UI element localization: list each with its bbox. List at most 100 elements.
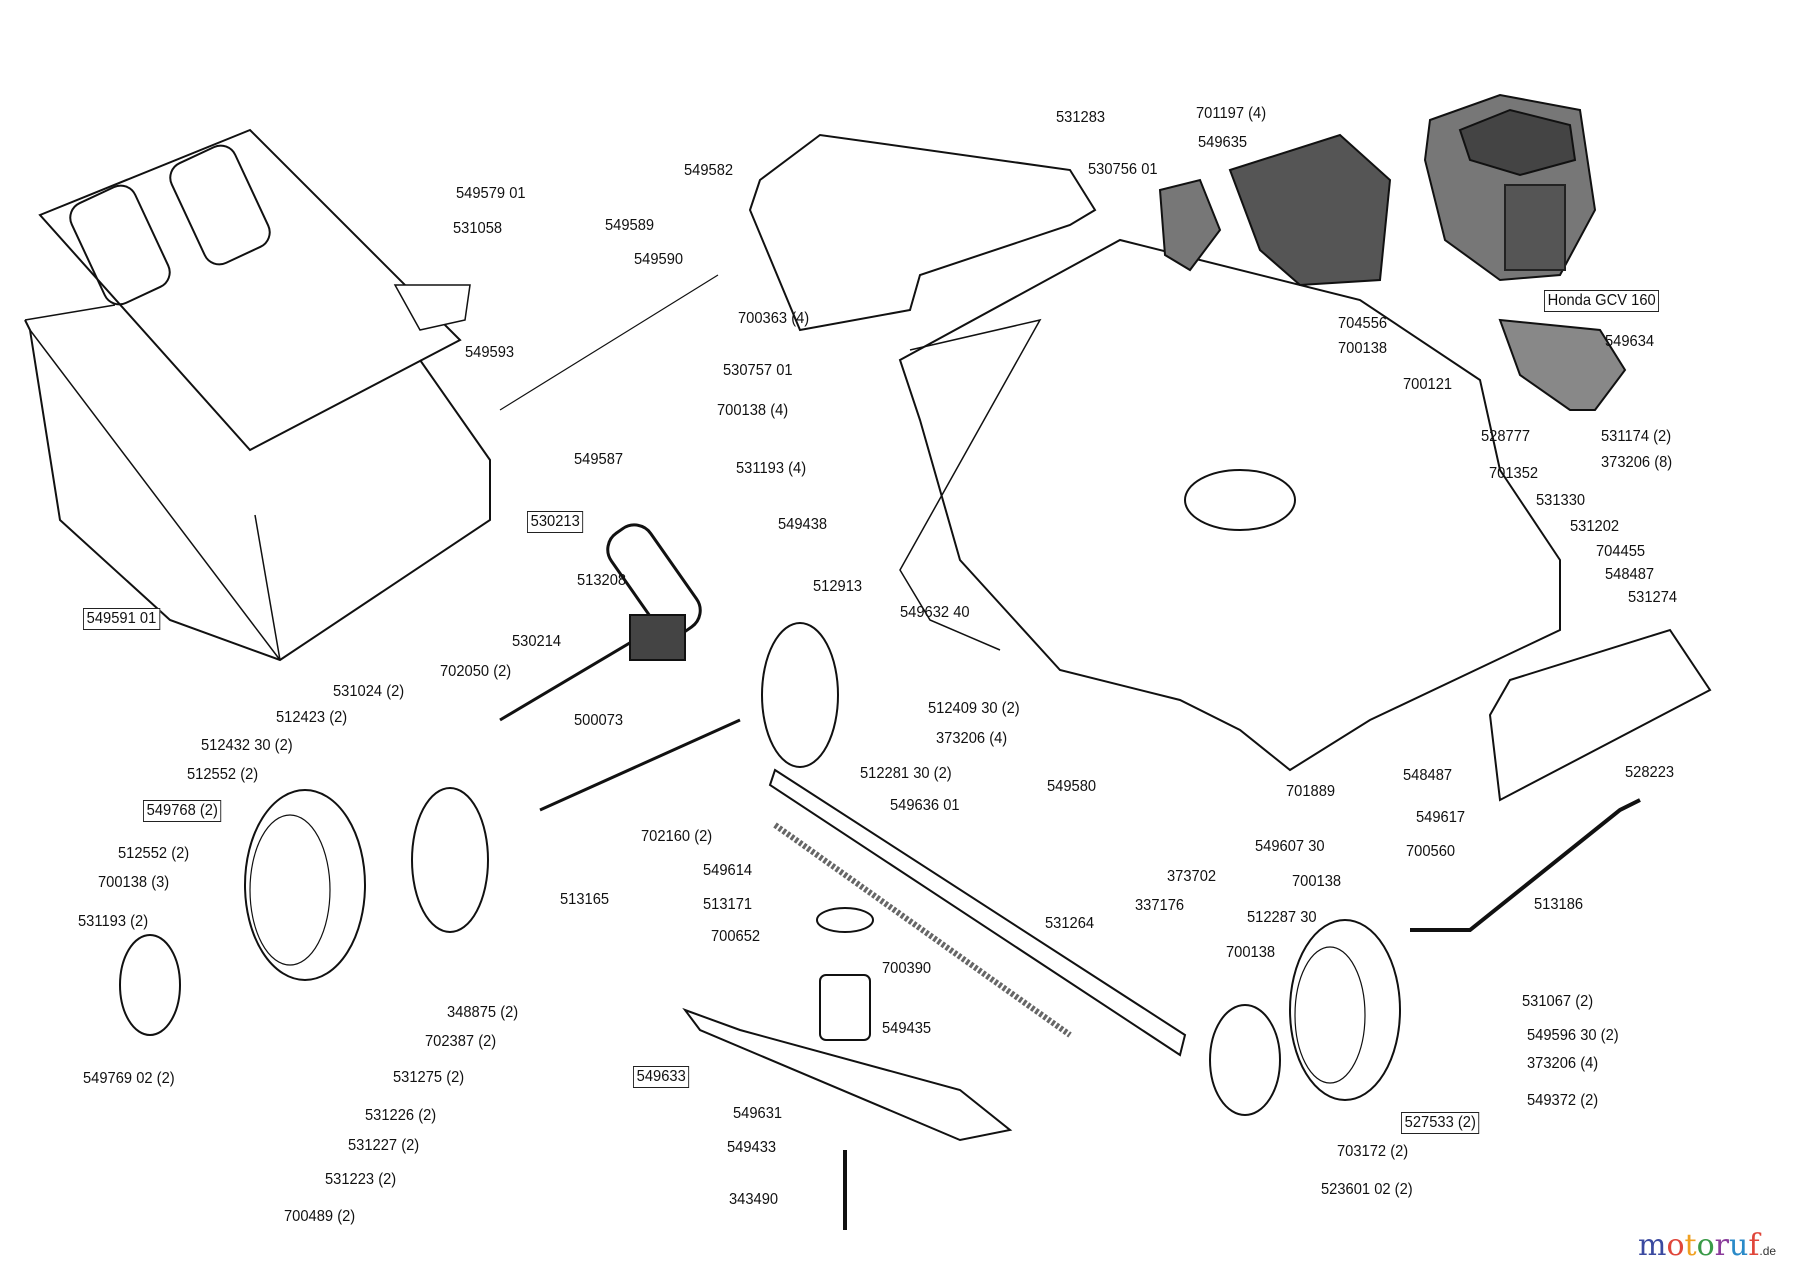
part-number-label: 700560 <box>1406 843 1456 860</box>
part-number-label: 531283 <box>1056 109 1106 126</box>
part-number-label: 701889 <box>1286 783 1336 800</box>
part-number-label: 700138 (3) <box>98 874 170 891</box>
part-number-label: 530214 <box>512 633 562 650</box>
part-number-label: 704556 <box>1338 315 1388 332</box>
part-number-label: 531330 <box>1536 492 1586 509</box>
part-number-label: 700138 (4) <box>717 402 789 419</box>
part-number-label: 531227 (2) <box>348 1137 420 1154</box>
part-number-label: 548487 <box>1403 767 1453 784</box>
part-number-label: 512287 30 <box>1247 909 1317 926</box>
part-number-label: 549769 02 (2) <box>83 1070 175 1087</box>
part-number-label: 549768 (2) <box>143 800 222 822</box>
part-number-label: 531193 (4) <box>736 460 807 477</box>
part-number-label: 702050 (2) <box>440 663 512 680</box>
part-number-label: 531274 <box>1628 589 1678 606</box>
part-number-label: 373206 (4) <box>1527 1055 1599 1072</box>
part-number-label: 549636 01 <box>890 797 960 814</box>
part-number-label: 700138 <box>1292 873 1342 890</box>
part-number-label: 549633 <box>633 1066 690 1088</box>
rear-wheel-drawing <box>244 789 366 981</box>
rear-hubcap-drawing <box>119 934 181 1036</box>
part-number-label: 700138 <box>1226 944 1276 961</box>
logo-letter: o <box>1666 1228 1685 1263</box>
part-number-label: 531275 (2) <box>393 1069 465 1086</box>
part-number-label: 531226 (2) <box>365 1107 437 1124</box>
part-number-label: 549635 <box>1198 134 1248 151</box>
part-number-label: 530757 01 <box>723 362 793 379</box>
part-number-label: 531067 (2) <box>1522 993 1594 1010</box>
part-number-label: 530213 <box>527 511 584 533</box>
logo-letter: f <box>1748 1228 1760 1263</box>
part-number-label: 549579 01 <box>456 185 526 202</box>
part-number-label: 549435 <box>882 1020 932 1037</box>
part-number-label: 549596 30 (2) <box>1527 1027 1619 1044</box>
part-number-label: 528223 <box>1625 764 1675 781</box>
logo-letter: u <box>1728 1228 1749 1263</box>
rear-disc-drawing <box>411 787 489 933</box>
part-number-label: 549582 <box>684 162 734 179</box>
front-hubcap-drawing <box>1209 1004 1281 1116</box>
part-number-label: 531174 (2) <box>1601 428 1672 445</box>
part-number-label: 701197 (4) <box>1196 105 1267 122</box>
part-number-label: 337176 <box>1135 897 1185 914</box>
pulley-drawing <box>816 907 874 933</box>
part-number-label: 700121 <box>1403 376 1453 393</box>
part-number-label: 548487 <box>1605 566 1655 583</box>
logo-letter: t <box>1684 1228 1697 1263</box>
logo-letter: r <box>1714 1228 1729 1263</box>
part-number-label: 512432 30 (2) <box>201 737 293 754</box>
part-number-label: 549634 <box>1605 333 1655 350</box>
part-number-label: 700138 <box>1338 340 1388 357</box>
part-number-label: 531193 (2) <box>78 913 149 930</box>
bracket-drawing <box>1158 178 1222 272</box>
part-number-label: 549607 30 <box>1255 838 1325 855</box>
part-number-label: 523601 02 (2) <box>1321 1181 1413 1198</box>
part-number-label: 701352 <box>1489 465 1539 482</box>
part-number-label: 513165 <box>560 891 610 908</box>
part-number-label: 531223 (2) <box>325 1171 397 1188</box>
belt-drawing <box>606 523 702 637</box>
part-number-label: 549590 <box>634 251 684 268</box>
deck-drawing <box>898 238 1561 772</box>
part-number-label: 348875 (2) <box>447 1004 519 1021</box>
gearbox-drawing <box>629 614 686 661</box>
part-number-label: 512552 (2) <box>118 845 190 862</box>
engine-cowl-drawing <box>1228 133 1392 287</box>
part-number-label: 512281 30 (2) <box>860 765 952 782</box>
part-number-label: 702160 (2) <box>641 828 713 845</box>
front-guard-drawing <box>1488 628 1712 802</box>
part-number-label: 530756 01 <box>1088 161 1158 178</box>
part-number-label: 549580 <box>1047 778 1097 795</box>
part-number-label: 513208 <box>577 572 627 589</box>
part-number-label: 549587 <box>574 451 624 468</box>
part-number-label: 702387 (2) <box>425 1033 497 1050</box>
front-wheel-drawing <box>1289 919 1401 1101</box>
part-number-label: 512409 30 (2) <box>928 700 1020 717</box>
part-number-label: 512552 (2) <box>187 766 259 783</box>
part-number-label: 549589 <box>605 217 655 234</box>
spring-drawing <box>773 822 1072 1038</box>
part-number-label: 700390 <box>882 960 932 977</box>
part-number-label: 373206 (8) <box>1601 454 1673 471</box>
part-number-label: 500073 <box>574 712 624 729</box>
drive-disc-drawing <box>761 622 839 768</box>
part-number-label: 531024 (2) <box>333 683 405 700</box>
part-number-label: 512423 (2) <box>276 709 348 726</box>
part-number-label: 700652 <box>711 928 761 945</box>
engine-drawing <box>1423 93 1597 282</box>
part-number-label: 549433 <box>727 1139 777 1156</box>
cover-drawing <box>748 133 1097 332</box>
height-bar-drawing <box>768 768 1187 1057</box>
part-number-label: 549617 <box>1416 809 1466 826</box>
blade-drawing <box>682 1007 1013 1142</box>
part-number-label: 531058 <box>453 220 503 237</box>
part-number-label: 700489 (2) <box>284 1208 356 1225</box>
part-number-label: 549593 <box>465 344 515 361</box>
part-number-label: 513171 <box>703 896 753 913</box>
motoruf-logo: motoruf.de <box>1638 1228 1776 1263</box>
part-number-label: 527533 (2) <box>1401 1112 1480 1134</box>
logo-letter: o <box>1696 1228 1715 1263</box>
grass-catcher-drawing <box>24 128 491 662</box>
